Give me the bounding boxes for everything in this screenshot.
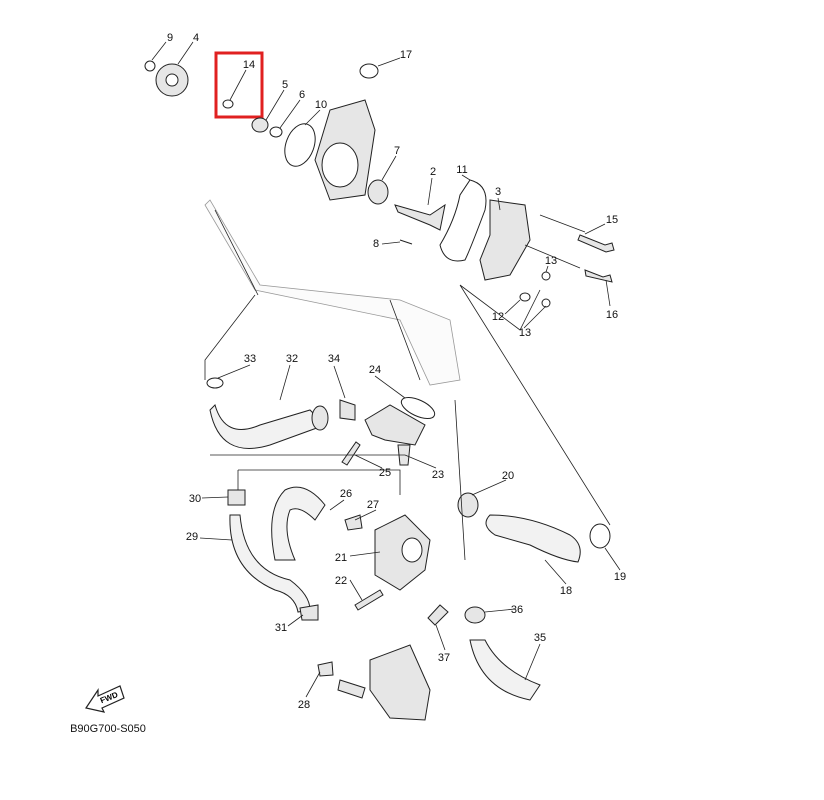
part-label[interactable]: 16 <box>606 309 618 321</box>
part-label[interactable]: 30 <box>189 493 201 505</box>
part-label[interactable]: 27 <box>367 499 379 511</box>
washer-14 <box>222 99 234 109</box>
washer-12 <box>519 292 531 302</box>
part-label[interactable]: 35 <box>534 632 546 644</box>
hose-32 <box>209 404 326 449</box>
part-label[interactable]: 22 <box>335 575 347 587</box>
oil-cooler <box>369 644 431 721</box>
clamp-34 <box>339 399 356 421</box>
pump-cover <box>479 199 531 281</box>
clamp-31 <box>299 604 319 621</box>
part-label[interactable]: 10 <box>315 99 327 111</box>
part-label[interactable]: 26 <box>340 488 352 500</box>
part-label[interactable]: 29 <box>186 531 198 543</box>
frame-outline <box>204 199 461 386</box>
bolt-16 <box>584 269 613 283</box>
gasket-11 <box>439 179 487 262</box>
pin-8 <box>399 239 413 245</box>
o-ring-24 <box>400 396 436 420</box>
clamp-30 <box>227 489 246 506</box>
fwd-arrow-icon: FWD <box>85 685 125 713</box>
bolt-15 <box>577 234 615 253</box>
highlight-box[interactable] <box>214 51 264 119</box>
part-label[interactable]: 6 <box>299 89 305 101</box>
hose-29 <box>229 514 311 613</box>
clamp-36 <box>464 606 486 624</box>
hose-35 <box>469 639 541 701</box>
clamp-27 <box>344 514 363 531</box>
part-label[interactable]: 34 <box>328 353 340 365</box>
seal-7 <box>367 179 389 205</box>
part-label[interactable]: 37 <box>438 652 450 664</box>
frame-line <box>214 209 421 381</box>
part-label[interactable]: 11 <box>456 164 467 176</box>
part-label[interactable]: 31 <box>275 622 287 634</box>
clamp-33 <box>206 377 224 389</box>
part-label[interactable]: 20 <box>502 470 514 482</box>
part-label[interactable]: 3 <box>495 186 501 198</box>
leader-lines <box>151 41 611 526</box>
part-label[interactable]: 8 <box>373 238 379 250</box>
part-label[interactable]: 23 <box>432 469 444 481</box>
part-37 <box>427 604 449 626</box>
part-label[interactable]: 36 <box>511 604 523 616</box>
part-label[interactable]: 15 <box>606 214 618 226</box>
clamp-20 <box>457 492 479 518</box>
o-ring-10 <box>284 123 316 167</box>
bolt-25 <box>341 441 361 466</box>
water-pump-gear <box>144 60 189 97</box>
part-label[interactable]: 33 <box>244 353 256 365</box>
part-label[interactable]: 24 <box>369 364 381 376</box>
part-label[interactable]: 18 <box>560 585 572 597</box>
thermostat-housing <box>364 404 426 446</box>
seal-5 <box>251 117 283 138</box>
part-label[interactable]: 7 <box>394 145 400 157</box>
part-label[interactable]: 9 <box>167 32 173 44</box>
part-label[interactable]: 4 <box>193 32 199 44</box>
clamp-28 <box>317 661 334 677</box>
part-label[interactable]: 17 <box>400 49 412 61</box>
hose-18 <box>485 514 581 563</box>
part-label[interactable]: 2 <box>430 166 436 178</box>
part-label[interactable]: 12 <box>492 311 504 323</box>
clamp-19 <box>589 523 611 549</box>
bolt-22 <box>354 589 384 611</box>
leader-lines-lower <box>199 294 621 698</box>
part-label-highlighted[interactable]: 14 <box>243 59 255 71</box>
part-label[interactable]: 13 <box>519 327 531 339</box>
part-label[interactable]: 21 <box>335 552 347 564</box>
part-label[interactable]: 32 <box>286 353 298 365</box>
impeller-shaft <box>394 203 446 231</box>
hose-26 <box>271 486 326 561</box>
diagram-code: B90G700-S050 <box>70 723 146 735</box>
part-label[interactable]: 25 <box>379 467 391 479</box>
o-ring-17 <box>359 63 379 79</box>
part-label[interactable]: 19 <box>614 571 626 583</box>
part-label[interactable]: 5 <box>282 79 288 91</box>
part-label[interactable]: 13 <box>545 255 557 267</box>
part-label[interactable]: 28 <box>298 699 310 711</box>
part-labels: 9 4 14 5 6 10 17 7 2 11 3 15 8 13 16 12 … <box>167 32 626 711</box>
fitting-oil <box>337 679 366 699</box>
